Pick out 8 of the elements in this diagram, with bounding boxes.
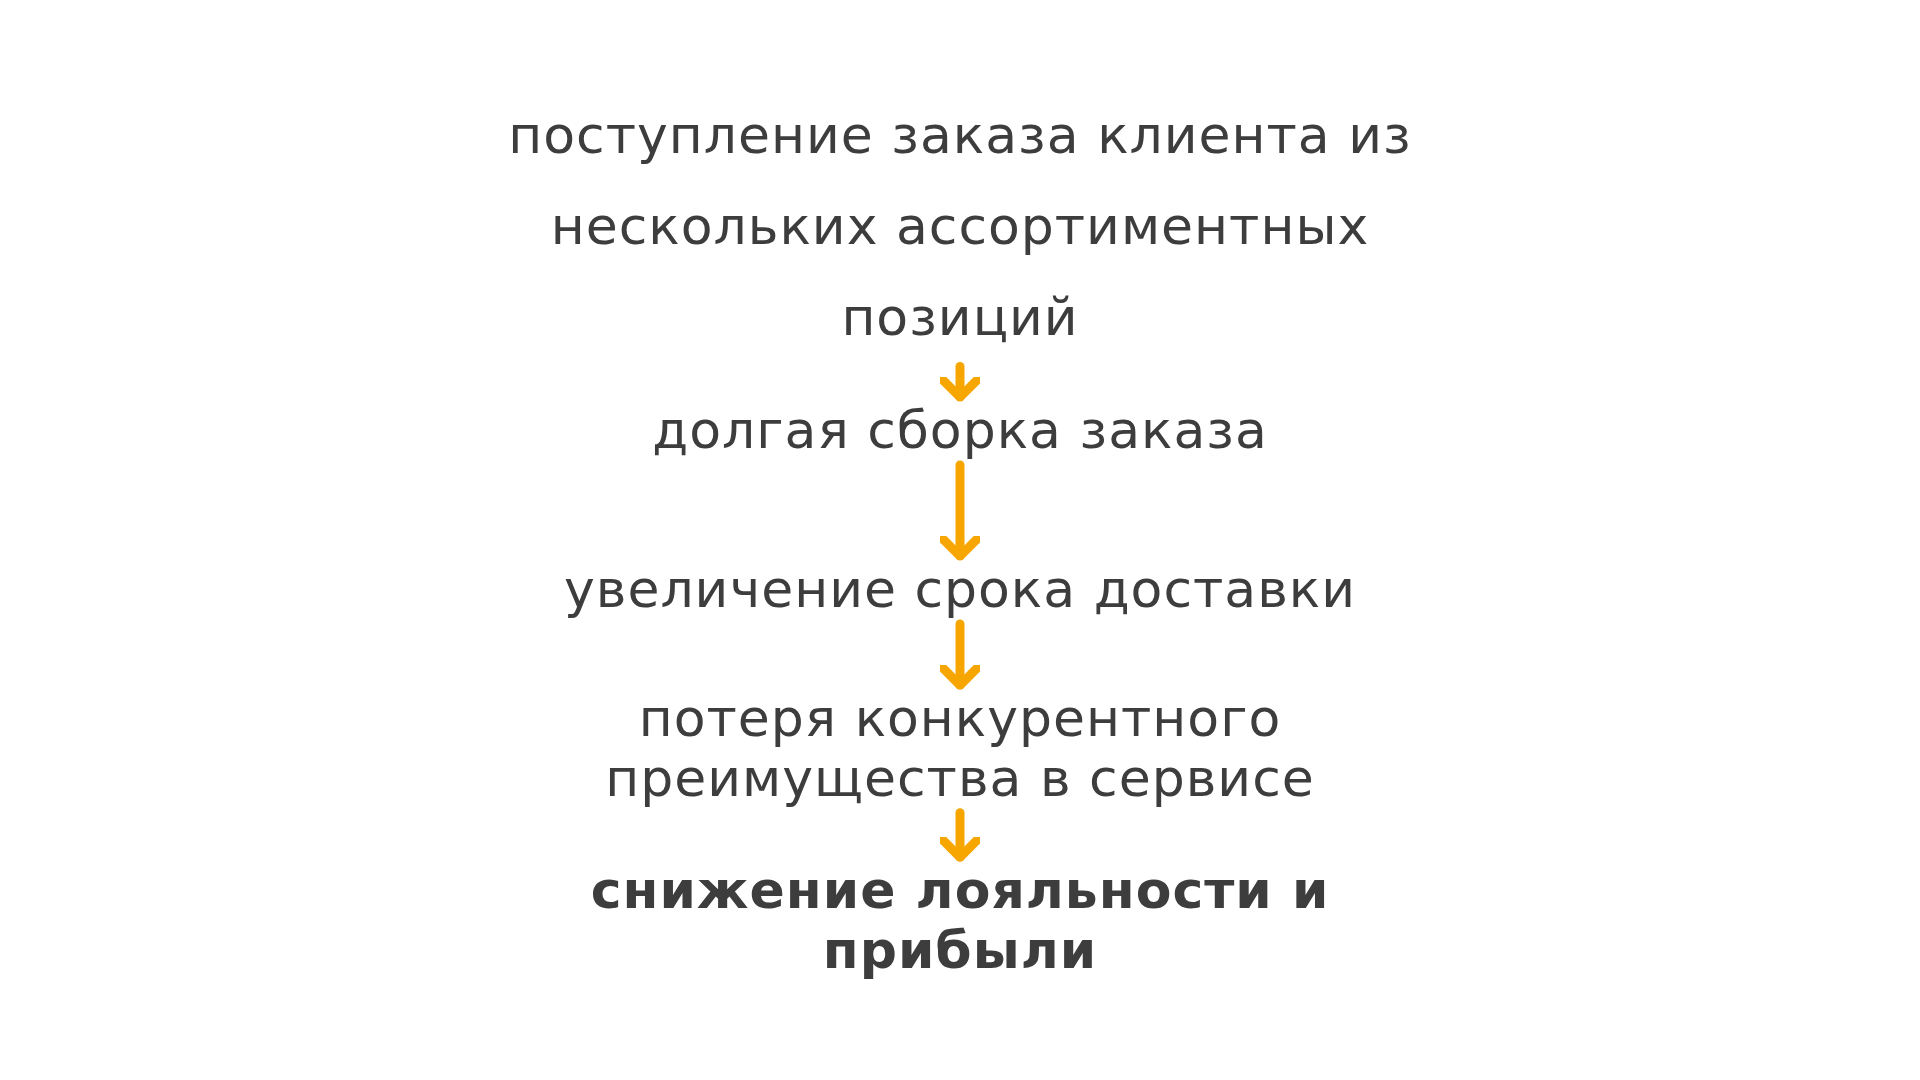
step-text: снижение лояльности и прибыли: [480, 861, 1440, 981]
step-text: потеря конкурентного преимущества в сервисе: [480, 689, 1440, 809]
step-text: долгая сборка заказа: [652, 401, 1268, 461]
step-text: увеличение срока доставки: [563, 560, 1357, 620]
arrow: [938, 362, 982, 402]
arrow: [938, 460, 982, 561]
arrow: [938, 619, 982, 690]
arrow: [938, 808, 982, 862]
